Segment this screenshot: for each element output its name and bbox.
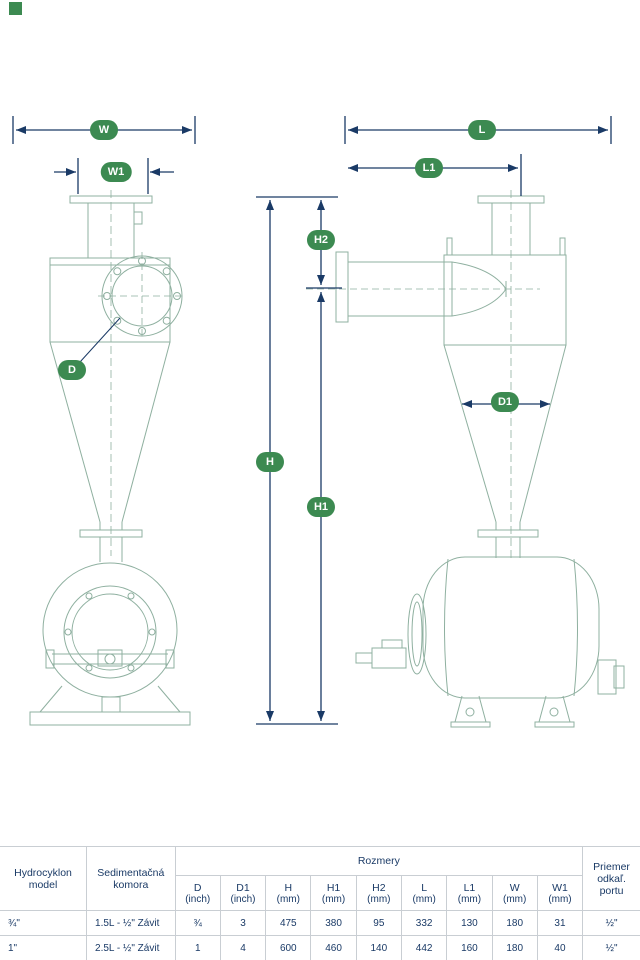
- cell-d1: 3: [219, 910, 267, 936]
- dim-label-w: W: [90, 120, 118, 140]
- cell-chamber: 2.5L - ½" Závit: [86, 935, 176, 960]
- col-header-port: Priemer odkaľ. portu: [582, 846, 640, 911]
- table-row: 1" 2.5L - ½" Závit 1 4 600 460 140 442 1…: [0, 935, 640, 960]
- col-header-model: Hydrocyklon model: [0, 846, 88, 911]
- dimension-lines: [12, 116, 612, 725]
- cell-h1: 460: [310, 935, 357, 960]
- dim-col-header-w1: W1 (mm): [536, 875, 583, 911]
- spec-table: Hydrocyklon model Sedimentačná komora Ro…: [0, 846, 640, 960]
- cell-model: 1": [0, 935, 88, 960]
- dim-col-header-w: W (mm): [491, 875, 538, 911]
- dim-col-header-l1: L1 (mm): [446, 875, 493, 911]
- cell-chamber: 1.5L - ½" Závit: [86, 910, 176, 936]
- dim-label-w1: W1: [100, 162, 132, 182]
- cell-d1: 4: [219, 935, 267, 960]
- cell-h2: 95: [355, 910, 402, 936]
- dim-col-header-h1: H1 (mm): [310, 875, 357, 911]
- dim-label-d: D: [58, 360, 86, 380]
- table-row: ¾" 1.5L - ½" Závit ¾ 3 475 380 95 332 13…: [0, 910, 640, 936]
- dim-col-header-l: L (mm): [400, 875, 448, 911]
- col-header-chamber: Sedimentačná komora: [86, 846, 176, 911]
- cell-l: 332: [400, 910, 448, 936]
- front-view-drawing: [29, 190, 191, 726]
- dim-label-h1: H1: [306, 497, 336, 517]
- cell-w1: 31: [536, 910, 584, 936]
- cell-w: 180: [491, 935, 538, 960]
- cell-l: 442: [400, 935, 448, 960]
- dim-label-l: L: [468, 120, 496, 140]
- cell-h: 600: [265, 935, 312, 960]
- cell-model: ¾": [0, 910, 88, 936]
- dim-col-header-h: H (mm): [265, 875, 312, 911]
- dim-col-header-h2: H2 (mm): [355, 875, 402, 911]
- cell-d: ¾: [174, 910, 221, 936]
- cell-h: 475: [265, 910, 312, 936]
- cell-d: 1: [174, 935, 221, 960]
- cell-port: ½": [582, 935, 640, 960]
- corner-marker: [9, 2, 22, 15]
- side-view-drawing: [306, 190, 625, 728]
- cell-port: ½": [582, 910, 640, 936]
- cell-w: 180: [491, 910, 538, 936]
- dim-label-h2: H2: [306, 230, 336, 250]
- cell-w1: 40: [536, 935, 584, 960]
- cell-l1: 160: [446, 935, 493, 960]
- dim-label-l1: L1: [415, 158, 443, 178]
- cell-h1: 380: [310, 910, 357, 936]
- dim-label-d1: D1: [490, 392, 520, 412]
- cell-h2: 140: [355, 935, 402, 960]
- dim-col-header-d: D (inch): [175, 875, 221, 911]
- col-header-dimensions-group: Rozmery: [174, 846, 584, 876]
- cell-l1: 130: [446, 910, 493, 936]
- dim-label-h: H: [256, 452, 284, 472]
- dim-col-header-d1: D1 (inch): [219, 875, 267, 911]
